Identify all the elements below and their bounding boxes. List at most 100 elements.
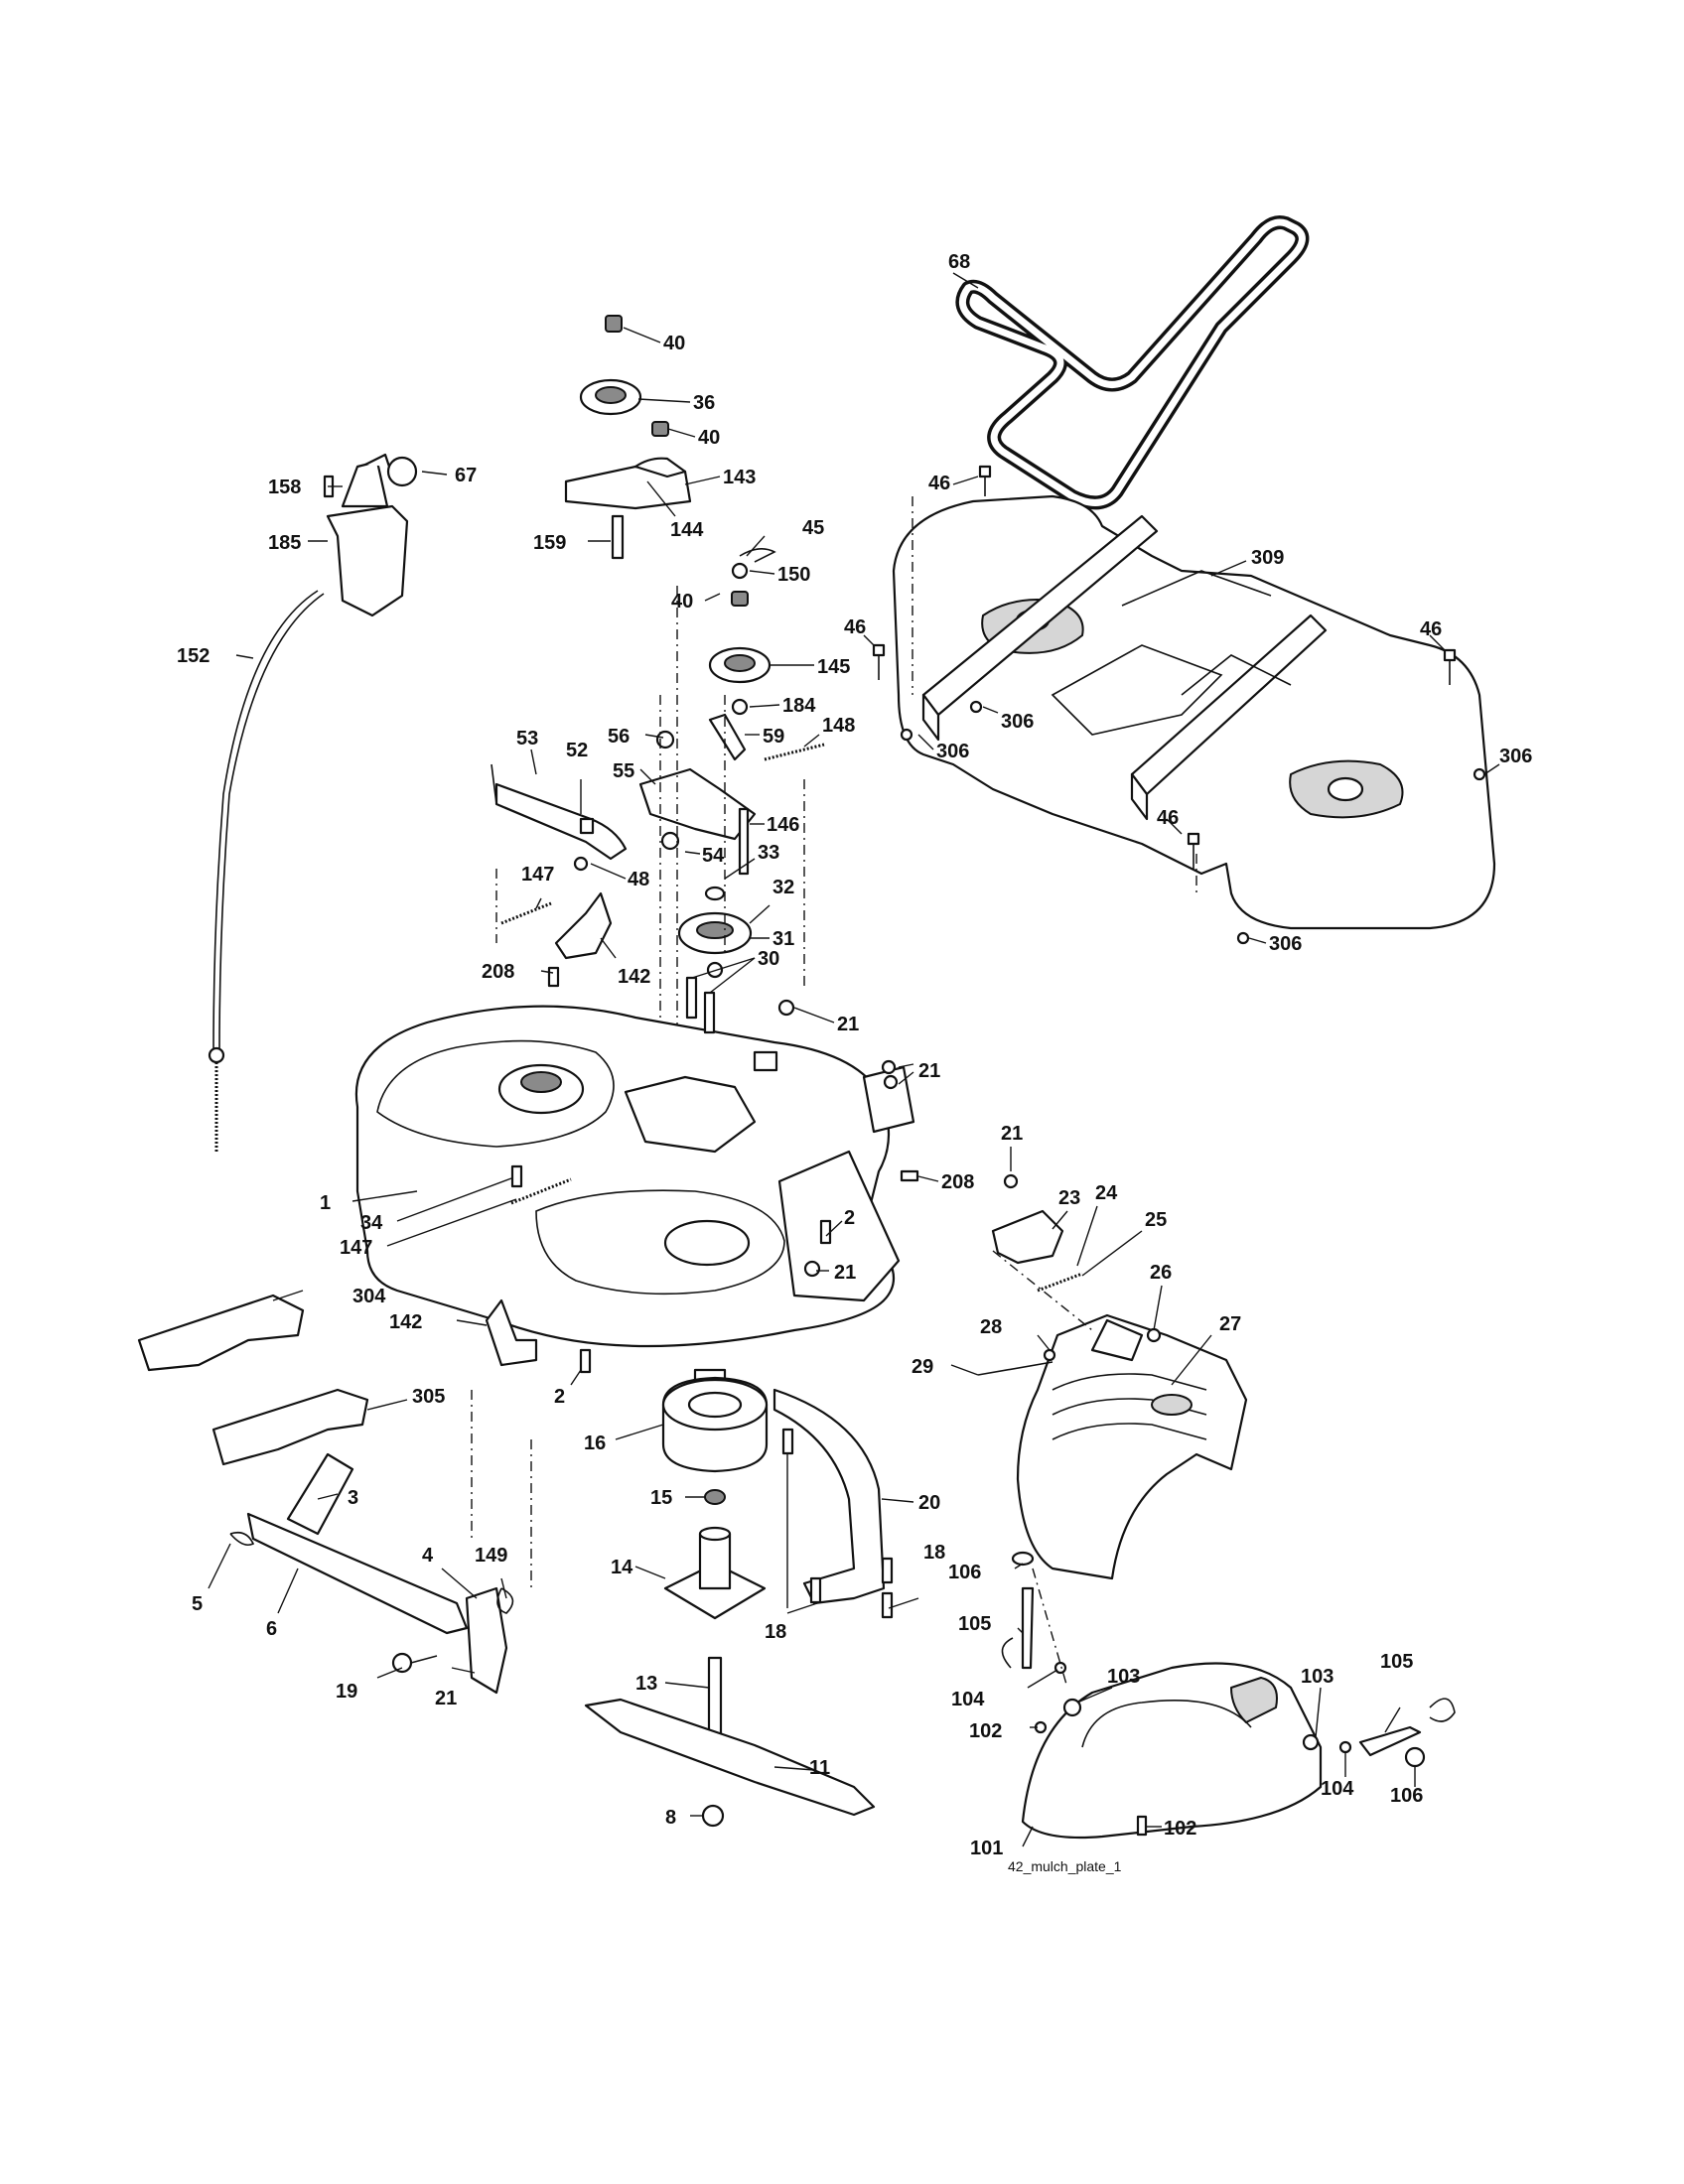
blade-11	[584, 1698, 876, 1817]
callout-145: 145	[817, 656, 850, 678]
blade-bolt-8	[701, 1804, 725, 1828]
callout-48: 48	[628, 869, 649, 890]
callout-4: 4	[422, 1545, 434, 1567]
callout-11: 11	[809, 1757, 830, 1779]
callout-29: 29	[912, 1356, 933, 1378]
callout-1: 1	[320, 1192, 331, 1214]
callout-18: 18	[923, 1542, 945, 1564]
callout-142: 142	[618, 966, 650, 988]
callout-5: 5	[192, 1593, 203, 1615]
engagement-cable-outer	[218, 593, 325, 1053]
callout-21: 21	[1001, 1123, 1023, 1145]
callout-306: 306	[1499, 746, 1532, 767]
bolt-19	[391, 1652, 438, 1674]
callout-104: 104	[951, 1689, 985, 1710]
mulch-plate	[1021, 1662, 1323, 1840]
washer-306-d	[1236, 931, 1250, 945]
callout-150: 150	[777, 564, 810, 586]
callout-56: 56	[608, 726, 630, 748]
engagement-cable	[212, 590, 319, 1053]
bolt-46-b	[872, 643, 886, 680]
callout-147: 147	[340, 1237, 372, 1259]
cable-ferrule	[208, 1046, 225, 1064]
callout-208: 208	[941, 1171, 974, 1193]
callout-304: 304	[352, 1286, 386, 1307]
drawing-caption: 42_mulch_plate_1	[1008, 1858, 1122, 1874]
spring-147-bottom	[510, 1177, 572, 1205]
drive-belt	[955, 215, 1310, 510]
callout-6: 6	[266, 1618, 277, 1640]
callout-53: 53	[516, 728, 538, 750]
callout-13: 13	[635, 1673, 657, 1695]
callout-33: 33	[758, 842, 779, 864]
callout-21: 21	[834, 1262, 856, 1284]
callout-25: 25	[1145, 1209, 1167, 1231]
callout-185: 185	[268, 532, 301, 554]
callout-102: 102	[1164, 1818, 1196, 1840]
callout-45: 45	[802, 517, 824, 539]
rod-29	[977, 1361, 1053, 1376]
callout-309: 309	[1251, 547, 1284, 569]
callout-54: 54	[702, 845, 725, 867]
callout-30: 30	[758, 948, 779, 970]
washer-306-c	[1473, 767, 1486, 781]
callout-21: 21	[837, 1014, 859, 1035]
callout-306: 306	[1269, 933, 1302, 955]
callout-27: 27	[1219, 1313, 1241, 1335]
callout-59: 59	[763, 726, 784, 748]
callout-159: 159	[533, 532, 566, 554]
callout-23: 23	[1058, 1187, 1080, 1209]
callout-32: 32	[772, 877, 794, 898]
spindle-assembly	[661, 1376, 769, 1755]
callout-15: 15	[650, 1487, 672, 1509]
callout-149: 149	[475, 1545, 507, 1567]
callout-8: 8	[665, 1807, 676, 1829]
callout-2: 2	[554, 1386, 565, 1408]
callout-24: 24	[1095, 1182, 1118, 1204]
callout-67: 67	[455, 465, 477, 486]
callout-142: 142	[389, 1311, 422, 1333]
callout-18: 18	[765, 1621, 786, 1643]
callout-21: 21	[918, 1060, 940, 1082]
mower-deck	[354, 1005, 915, 1386]
pin-28	[1043, 1348, 1056, 1362]
callout-28: 28	[980, 1316, 1002, 1338]
bolt-46-c	[1443, 648, 1457, 685]
callout-147: 147	[521, 864, 554, 886]
callout-104: 104	[1321, 1778, 1354, 1800]
callout-46: 46	[1420, 618, 1442, 640]
bracket-4	[465, 1586, 508, 1695]
callout-146: 146	[767, 814, 799, 836]
callout-31: 31	[772, 928, 794, 950]
engagement-lever	[323, 453, 418, 617]
callout-40: 40	[663, 333, 685, 354]
callout-103: 103	[1107, 1666, 1140, 1688]
mulch-hardware	[1001, 1551, 1456, 1837]
callout-46: 46	[1157, 807, 1179, 829]
callout-46: 46	[844, 616, 866, 638]
callout-16: 16	[584, 1433, 606, 1454]
bolt-46-d	[1187, 832, 1200, 869]
washer-306-a	[900, 728, 913, 742]
callout-184: 184	[782, 695, 816, 717]
callout-105: 105	[1380, 1651, 1413, 1673]
washer-26	[1146, 1327, 1162, 1343]
callout-52: 52	[566, 740, 588, 761]
idler-assembly-top	[564, 315, 776, 716]
callout-208: 208	[482, 961, 514, 983]
callout-143: 143	[723, 467, 756, 488]
lift-link-6	[246, 1512, 469, 1635]
callout-158: 158	[268, 477, 301, 498]
callout-101: 101	[970, 1838, 1003, 1859]
callout-14: 14	[611, 1557, 633, 1578]
callout-2: 2	[844, 1207, 855, 1229]
callout-19: 19	[336, 1681, 357, 1703]
callout-148: 148	[822, 715, 855, 737]
callout-105: 105	[958, 1613, 991, 1635]
assembly-line-9	[1032, 1568, 1068, 1689]
callout-20: 20	[918, 1492, 940, 1514]
spring-147-top	[500, 901, 552, 925]
idler-arms	[491, 713, 825, 979]
bracket-23	[991, 1209, 1064, 1265]
